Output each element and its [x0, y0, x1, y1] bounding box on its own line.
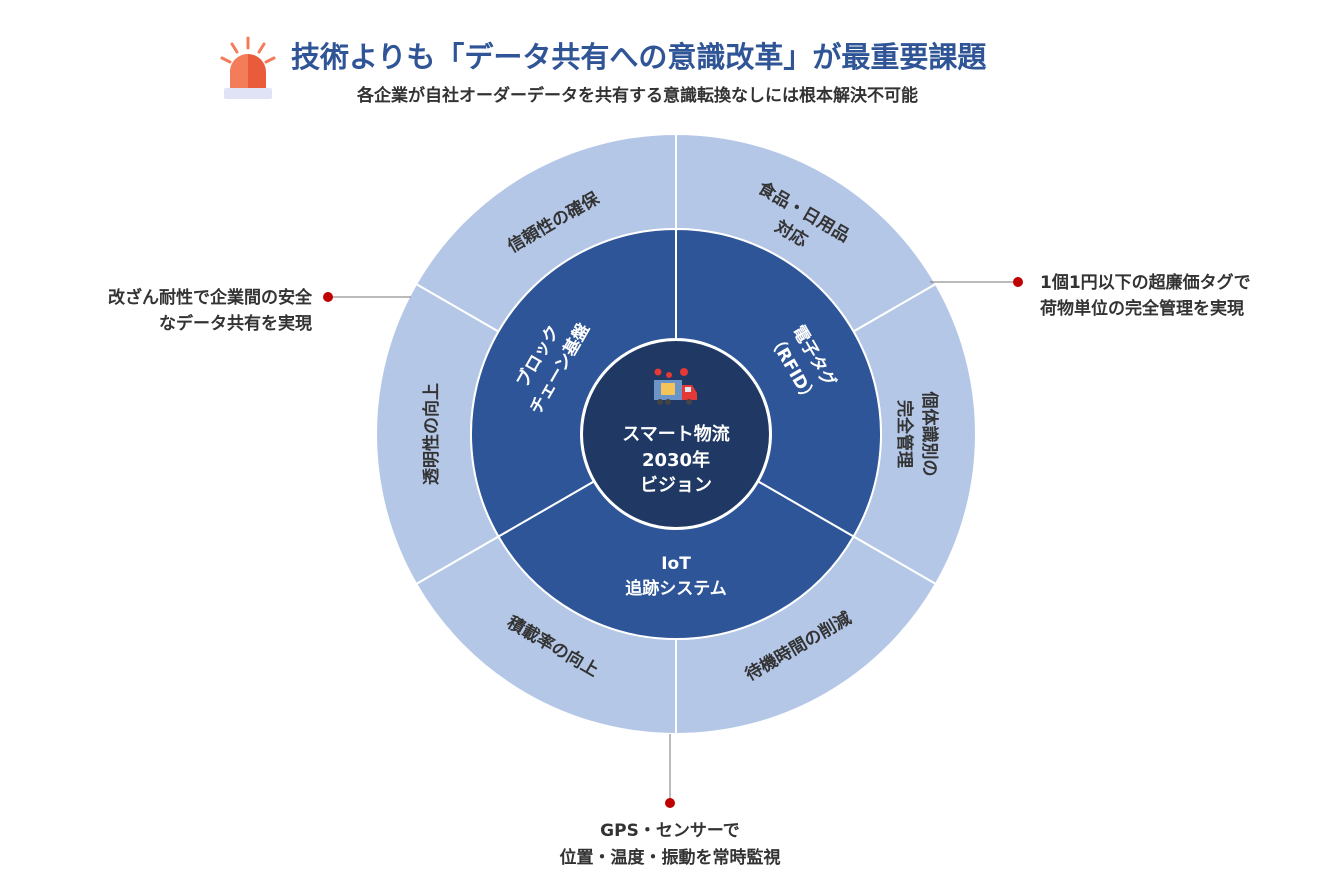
- center-title-line-2: 2030年: [642, 449, 710, 471]
- outer-segment-label-identification: 個体識別の 完全管理: [894, 391, 940, 477]
- svg-text:なデータ共有を実現: なデータ共有を実現: [159, 313, 312, 334]
- svg-text:IoT: IoT: [661, 554, 691, 574]
- svg-text:透明性の向上: 透明性の向上: [421, 383, 442, 485]
- delivery-truck-icon: [654, 368, 697, 405]
- callout-left: 改ざん耐性で企業間の安全 なデータ共有を実現: [108, 287, 411, 334]
- svg-text:位置・温度・振動を常時監視: 位置・温度・振動を常時監視: [560, 847, 781, 868]
- svg-text:荷物単位の完全管理を実現: 荷物単位の完全管理を実現: [1040, 298, 1244, 319]
- svg-text:改ざん耐性で企業間の安全: 改ざん耐性で企業間の安全: [108, 287, 313, 308]
- svg-text:追跡システム: 追跡システム: [625, 578, 727, 599]
- center-title-line-3: ビジョン: [640, 475, 712, 496]
- svg-text:GPS・センサーで: GPS・センサーで: [600, 821, 740, 841]
- siren-icon: [220, 36, 276, 99]
- svg-text:1個1円以下の超廉価タグで: 1個1円以下の超廉価タグで: [1040, 272, 1251, 293]
- center-circle: [581, 339, 771, 529]
- svg-text:完全管理: 完全管理: [894, 400, 915, 468]
- outer-segment-label-transparency: 透明性の向上: [421, 383, 442, 485]
- callout-right: 1個1円以下の超廉価タグで 荷物単位の完全管理を実現: [930, 272, 1251, 319]
- inner-segment-label-iot: IoT 追跡システム: [625, 554, 727, 599]
- center-title-line-1: スマート物流: [622, 423, 729, 445]
- callout-bottom: GPS・センサーで 位置・温度・振動を常時監視: [560, 734, 781, 868]
- svg-text:個体識別の: 個体識別の: [919, 391, 940, 477]
- page-subtitle: 各企業が自社オーダーデータを共有する意識転換なしには根本解決不可能: [356, 85, 918, 106]
- page-title: 技術よりも「データ共有への意識改革」が最重要課題: [291, 40, 987, 74]
